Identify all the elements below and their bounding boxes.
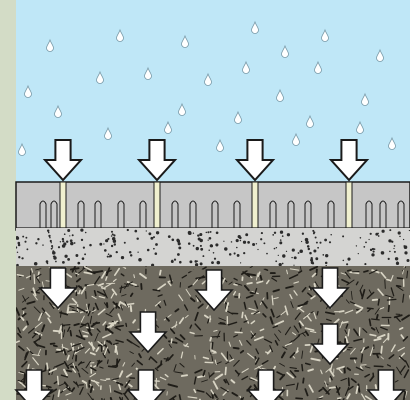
- paver-joint: [154, 182, 160, 228]
- paver-joint: [252, 182, 258, 228]
- bedding-dot: [208, 249, 209, 250]
- paver-joint: [346, 182, 352, 228]
- paver-joint: [60, 182, 66, 228]
